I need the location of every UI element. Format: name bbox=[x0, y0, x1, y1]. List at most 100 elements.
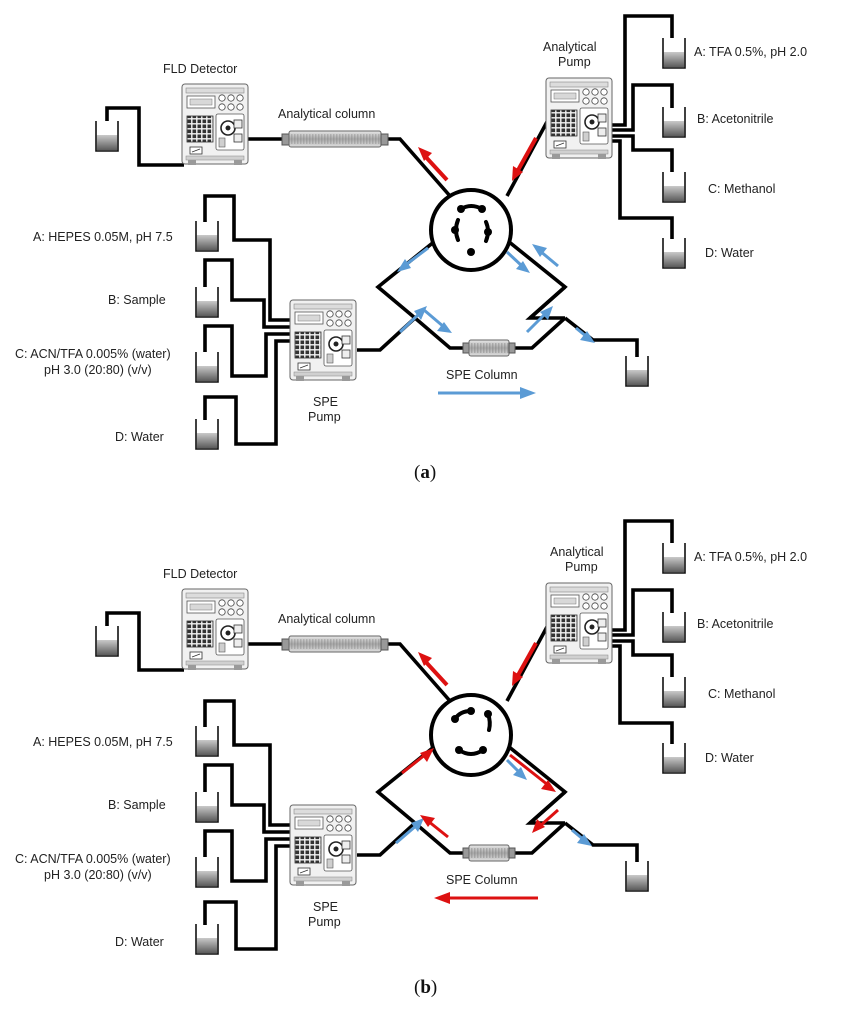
switching-valve bbox=[429, 188, 513, 272]
analytical-pump bbox=[545, 77, 613, 160]
arrow-icon bbox=[577, 834, 592, 846]
arrow-icon bbox=[403, 246, 429, 268]
beaker-icon bbox=[662, 611, 686, 643]
beaker-icon bbox=[625, 355, 649, 387]
beaker-icon bbox=[662, 237, 686, 269]
arrow-icon bbox=[505, 250, 524, 268]
arrow-icon bbox=[427, 819, 449, 839]
left-solvent-d-label: D: Water bbox=[115, 430, 164, 444]
valve-icon bbox=[451, 707, 492, 756]
spe-pump-label-line2: Pump bbox=[308, 410, 341, 424]
left-solvent-a-label: A: HEPES 0.05M, pH 7.5 bbox=[33, 230, 173, 244]
spe-pump-label-line2: Pump bbox=[308, 915, 341, 929]
detector-icon bbox=[181, 588, 249, 671]
beaker-icon bbox=[95, 120, 119, 152]
beaker-icon bbox=[195, 286, 219, 318]
arrow-icon bbox=[423, 308, 445, 329]
arrow-icon bbox=[420, 815, 435, 827]
pump-icon bbox=[545, 77, 613, 160]
arrow-icon bbox=[515, 642, 538, 678]
analytical-column-label: Analytical column bbox=[278, 107, 375, 121]
column-icon bbox=[281, 130, 389, 148]
arrow-icon bbox=[437, 322, 452, 333]
right-solvent-b-label: B: Acetonitrile bbox=[697, 617, 773, 631]
arrow-icon bbox=[532, 244, 547, 257]
arrow-icon bbox=[516, 261, 530, 273]
spe-pump-label-line1: SPE bbox=[313, 395, 338, 409]
arrow-icon bbox=[513, 767, 527, 780]
flow-arrows bbox=[397, 137, 595, 399]
left-solvent-c-label-line2: pH 3.0 (20:80) (v/v) bbox=[44, 363, 152, 377]
column-icon bbox=[462, 844, 516, 862]
switching-valve bbox=[429, 693, 513, 777]
analytical-pump bbox=[545, 582, 613, 665]
beaker-icon bbox=[625, 860, 649, 892]
panel-a: FLD Detector Analytical column Analytica… bbox=[15, 14, 807, 483]
fld-detector-label: FLD Detector bbox=[163, 567, 237, 581]
arrow-icon bbox=[532, 819, 545, 833]
analytical-pump-label-line2: Pump bbox=[558, 55, 591, 69]
beaker-icon bbox=[662, 171, 686, 203]
left-solvent-b-label: B: Sample bbox=[108, 293, 166, 307]
arrow-icon bbox=[414, 306, 427, 320]
spe-pump-label-line1: SPE bbox=[313, 900, 338, 914]
arrow-icon bbox=[541, 780, 556, 792]
arrow-icon bbox=[540, 306, 553, 320]
arrow-icon bbox=[418, 652, 432, 666]
arrow-icon bbox=[580, 331, 595, 343]
analytical-column bbox=[281, 635, 389, 653]
pump-icon bbox=[289, 299, 357, 382]
spe-pump bbox=[289, 804, 357, 887]
beaker-icon bbox=[195, 351, 219, 383]
spe-column-label: SPE Column bbox=[446, 368, 518, 382]
pump-icon bbox=[289, 804, 357, 887]
column-icon bbox=[281, 635, 389, 653]
arrow-icon bbox=[422, 153, 449, 182]
arrow-icon bbox=[539, 808, 559, 828]
right-solvent-d-label: D: Water bbox=[705, 751, 754, 765]
arrow-icon bbox=[434, 892, 450, 904]
right-solvent-a-label: A: TFA 0.5%, pH 2.0 bbox=[694, 550, 807, 564]
arrow-icon bbox=[418, 147, 432, 161]
arrow-icon bbox=[520, 387, 536, 399]
beaker-icon bbox=[662, 106, 686, 138]
right-solvent-d-label: D: Water bbox=[705, 246, 754, 260]
arrow-icon bbox=[395, 823, 418, 845]
spe-column bbox=[462, 339, 516, 357]
spe-column-label: SPE Column bbox=[446, 873, 518, 887]
left-solvent-b-label: B: Sample bbox=[108, 798, 166, 812]
analytical-pump-label-line2: Pump bbox=[565, 560, 598, 574]
left-solvent-c-label: C: ACN/TFA 0.005% (water) bbox=[15, 347, 171, 361]
detector-icon bbox=[181, 83, 249, 166]
beaker-icon bbox=[195, 418, 219, 450]
arrow-icon bbox=[512, 671, 523, 686]
right-solvent-b-label: B: Acetonitrile bbox=[697, 112, 773, 126]
arrow-icon bbox=[398, 311, 422, 334]
left-solvent-a-label: A: HEPES 0.05M, pH 7.5 bbox=[33, 735, 173, 749]
beaker-icon bbox=[662, 37, 686, 69]
arrow-icon bbox=[422, 658, 449, 687]
beaker-icon bbox=[195, 856, 219, 888]
fld-detector bbox=[181, 83, 249, 166]
panel-b-caption: (b) bbox=[414, 977, 437, 998]
beaker-icon bbox=[662, 542, 686, 574]
right-solvent-c-label: C: Methanol bbox=[708, 182, 775, 196]
beaker-icon bbox=[195, 791, 219, 823]
column-icon bbox=[462, 339, 516, 357]
arrow-icon bbox=[509, 753, 549, 787]
left-solvent-c-label: C: ACN/TFA 0.005% (water) bbox=[15, 852, 171, 866]
right-solvent-a-label: A: TFA 0.5%, pH 2.0 bbox=[694, 45, 807, 59]
arrow-icon bbox=[512, 166, 523, 181]
beaker-icon bbox=[95, 625, 119, 657]
analytical-column bbox=[281, 130, 389, 148]
beaker-icon bbox=[195, 220, 219, 252]
left-solvent-c-label-line2: pH 3.0 (20:80) (v/v) bbox=[44, 868, 152, 882]
beaker-icon bbox=[195, 725, 219, 757]
left-solvent-d-label: D: Water bbox=[115, 935, 164, 949]
arrow-icon bbox=[420, 748, 434, 762]
spe-pump bbox=[289, 299, 357, 382]
spe-column bbox=[462, 844, 516, 862]
arrow-icon bbox=[397, 259, 411, 272]
arrow-icon bbox=[539, 249, 559, 268]
